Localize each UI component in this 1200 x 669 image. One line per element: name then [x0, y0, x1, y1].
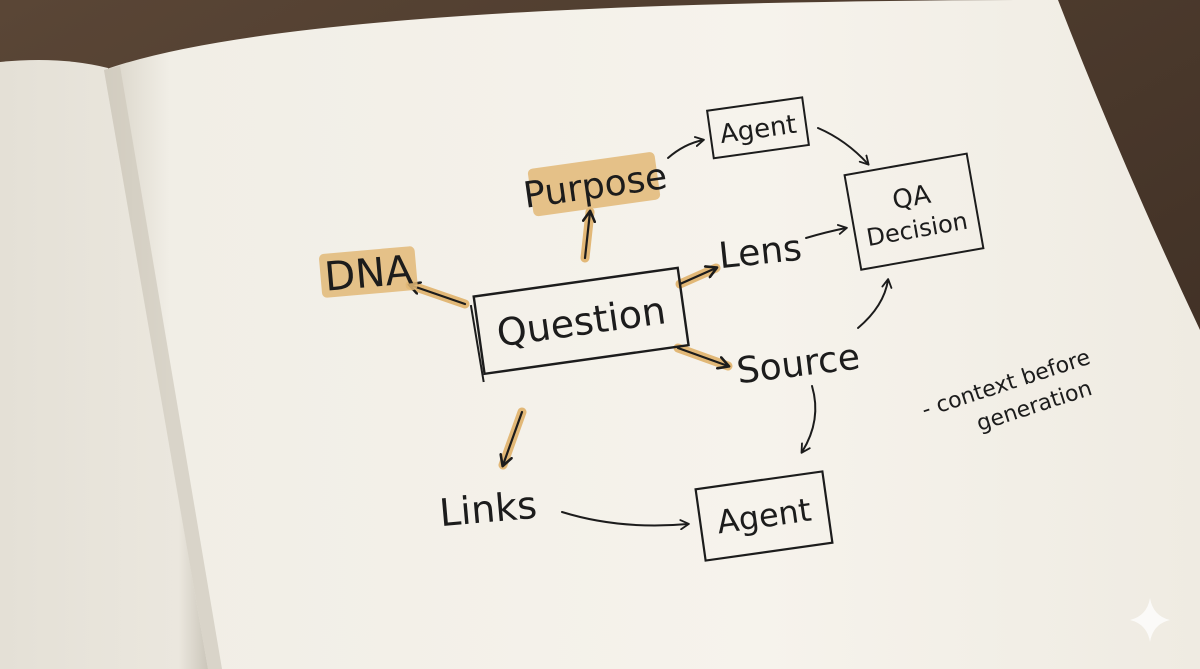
qa-box [843, 152, 985, 271]
edge-source-agent [800, 385, 817, 454]
edge-question-links [498, 407, 527, 470]
edge-purpose-agent [667, 136, 705, 159]
agent-top-box [705, 96, 810, 160]
dna-highlight [319, 246, 418, 298]
links-label: Links [438, 483, 539, 535]
dna-label: DNA [323, 247, 415, 301]
purpose-highlight [527, 152, 661, 217]
edge-links-agent [561, 511, 690, 531]
node-links: Links [438, 483, 539, 535]
edge-question-purpose [580, 207, 590, 263]
edge-question-dna [405, 280, 470, 309]
lens-label: Lens [717, 228, 804, 277]
edge-agent-qa [817, 127, 870, 166]
edge-lens-qa [805, 224, 848, 239]
right-page [104, 0, 1200, 669]
edge-question-lens [675, 263, 721, 289]
question-box [472, 266, 690, 376]
agent-bottom-box [694, 470, 834, 562]
edge-source-qa [857, 278, 893, 329]
edges [405, 127, 893, 531]
edge-question-source [673, 343, 733, 371]
left-page [0, 60, 210, 669]
node-dna: DNA [319, 246, 418, 301]
sparkle-icon [1130, 598, 1170, 642]
page-gutter [104, 66, 222, 669]
node-lens: Lens [717, 228, 804, 277]
qa-label-line1: QA [890, 180, 933, 216]
